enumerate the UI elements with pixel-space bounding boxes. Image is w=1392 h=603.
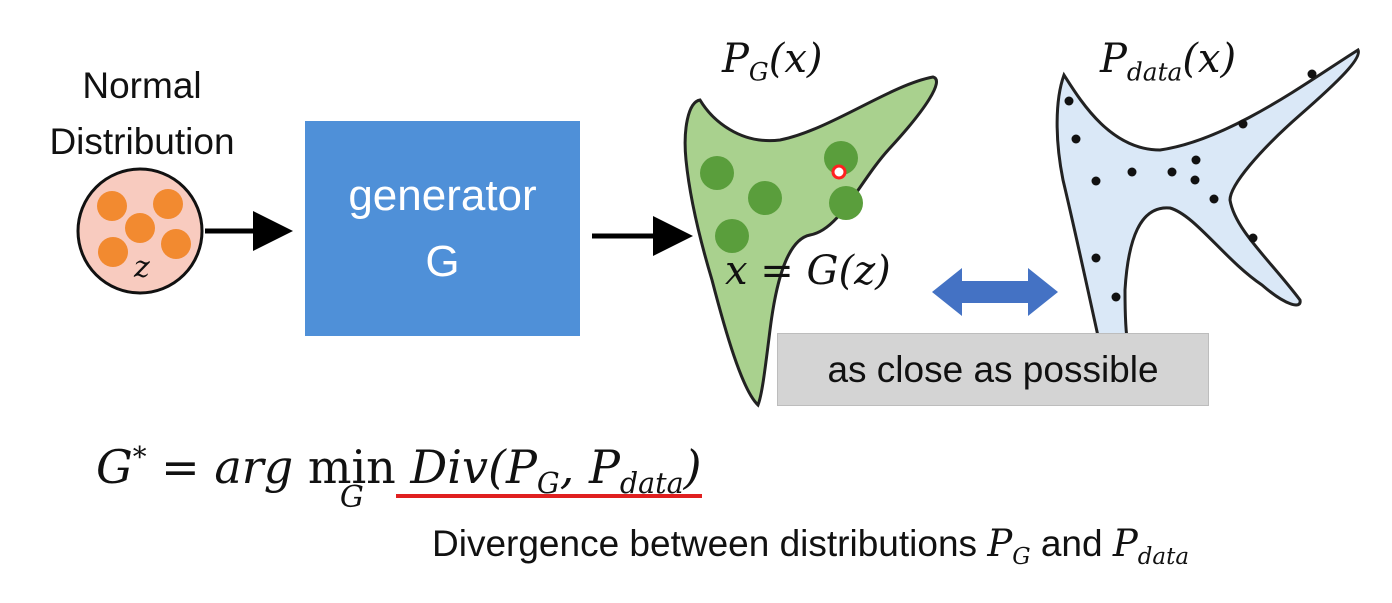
min: min xyxy=(307,440,396,494)
pg-distribution-shape xyxy=(683,75,938,408)
caption-p1: P xyxy=(987,522,1013,565)
cursor-dot xyxy=(831,164,847,180)
closeness-label: as close as possible xyxy=(827,348,1159,390)
arg: arg xyxy=(214,440,308,494)
caption-and: and xyxy=(1030,523,1113,564)
normal-distribution-label: Normal Distribution xyxy=(22,58,262,170)
sample-point xyxy=(97,191,127,221)
sample-point xyxy=(98,237,128,267)
sample-point xyxy=(161,229,191,259)
div: Div( xyxy=(395,440,506,494)
p2-sub: data xyxy=(619,466,684,500)
pg-arg: (x) xyxy=(768,36,823,82)
p1-sub: G xyxy=(536,466,560,500)
g-star: G xyxy=(96,440,133,494)
comma: , xyxy=(559,440,589,494)
pg-sub: G xyxy=(748,57,769,87)
pdata-sub: data xyxy=(1126,57,1183,87)
label-line: Distribution xyxy=(49,121,235,162)
normal-distribution-circle xyxy=(76,167,204,295)
close-paren: ) xyxy=(683,440,702,494)
data-points xyxy=(1064,69,1317,302)
label-line: Normal xyxy=(82,65,202,106)
caption-p1-sub: G xyxy=(1012,544,1031,571)
p2: P xyxy=(588,440,620,494)
pg-base: P xyxy=(722,36,749,82)
equals: = xyxy=(146,440,215,494)
sample-point xyxy=(125,213,155,243)
caption-p2: P xyxy=(1112,522,1138,565)
star: * xyxy=(132,440,147,474)
mapping-equation: x = G(z) xyxy=(725,248,891,294)
double-arrow xyxy=(932,268,1058,316)
pdata-label: Pdata(x) xyxy=(1100,36,1236,87)
generator-box: generator G xyxy=(305,121,580,336)
generator-symbol: G xyxy=(425,236,460,286)
pdata-arg: (x) xyxy=(1182,36,1237,82)
generated-point xyxy=(715,219,749,253)
divergence-caption: Divergence between distributions PG and … xyxy=(432,522,1189,570)
pdata-base: P xyxy=(1100,36,1127,82)
caption-prefix: Divergence between distributions xyxy=(432,523,988,564)
p1: P xyxy=(505,440,537,494)
generated-point xyxy=(700,156,734,190)
z-variable: z xyxy=(134,250,150,285)
caption-p2-sub: data xyxy=(1137,544,1190,571)
generated-point xyxy=(824,141,858,175)
generated-point xyxy=(748,181,782,215)
min-subscript: G xyxy=(339,480,364,515)
pg-label: PG(x) xyxy=(722,36,823,87)
closeness-label-box: as close as possible xyxy=(777,333,1209,406)
sample-point xyxy=(153,189,183,219)
generator-title: generator xyxy=(348,170,537,220)
pdata-distribution-shape xyxy=(1055,47,1360,347)
generated-point xyxy=(829,186,863,220)
divergence-expression: Div(PG, Pdata) xyxy=(395,440,702,500)
